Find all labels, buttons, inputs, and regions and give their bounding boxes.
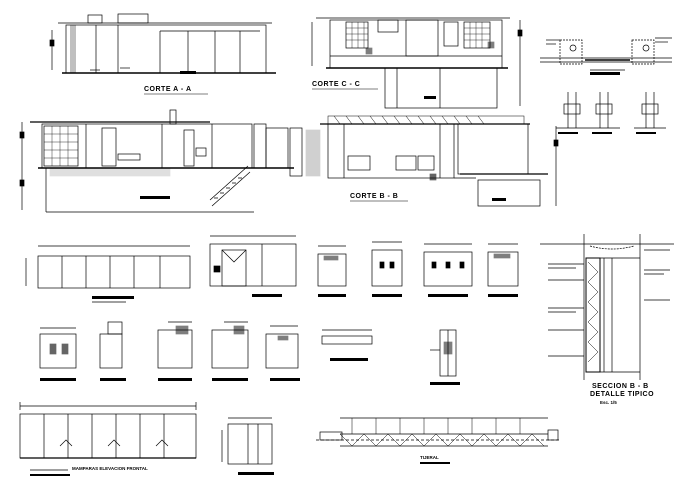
anchor-detail-drawing (540, 37, 672, 75)
panel-elevation-10 (211, 321, 249, 381)
panel-elevation-12 (321, 329, 373, 361)
tijeral-drawing (316, 417, 560, 464)
mampara-title: MAMPARAS ELEVACION FRONTAL (72, 466, 148, 471)
door-detail-drawing (430, 329, 460, 385)
corte-c-c-drawing (311, 17, 523, 109)
seccion-b-b-detail-drawing (540, 234, 674, 380)
corte-b-b-drawing (19, 109, 559, 213)
detalle-tipico-title: DETALLE TIPICO (590, 391, 654, 398)
corte-b-b-title: CORTE B - B (350, 193, 398, 200)
panel-elevation-8 (99, 321, 126, 381)
panel-elevation-11 (265, 325, 300, 381)
drawing-labels: CORTE A - A CORTE C - C CORTE B - B SECC… (72, 81, 654, 471)
corte-c-c-title: CORTE C - C (312, 81, 360, 88)
panel-elevation-4 (371, 241, 403, 297)
corte-a-a-drawing (49, 13, 276, 74)
detalle-scale: Esc. 1/5 (600, 400, 617, 405)
mampara-small-elevation (221, 417, 274, 475)
tijeral-title: TIJERAL (420, 455, 439, 460)
panel-elevation-3 (317, 245, 347, 297)
mampara-elevation-drawing (19, 402, 197, 476)
panel-elevation-9 (157, 321, 193, 381)
seccion-b-b-title: SECCION B - B (592, 383, 649, 390)
panel-elevation-7 (39, 327, 77, 381)
panel-elevation-6 (487, 243, 519, 297)
post-details-drawing (556, 92, 666, 134)
panel-elevation-5 (423, 243, 473, 297)
panel-elevation-2 (209, 235, 297, 297)
corte-a-a-title: CORTE A - A (144, 86, 192, 93)
panel-elevation-1 (25, 245, 191, 303)
